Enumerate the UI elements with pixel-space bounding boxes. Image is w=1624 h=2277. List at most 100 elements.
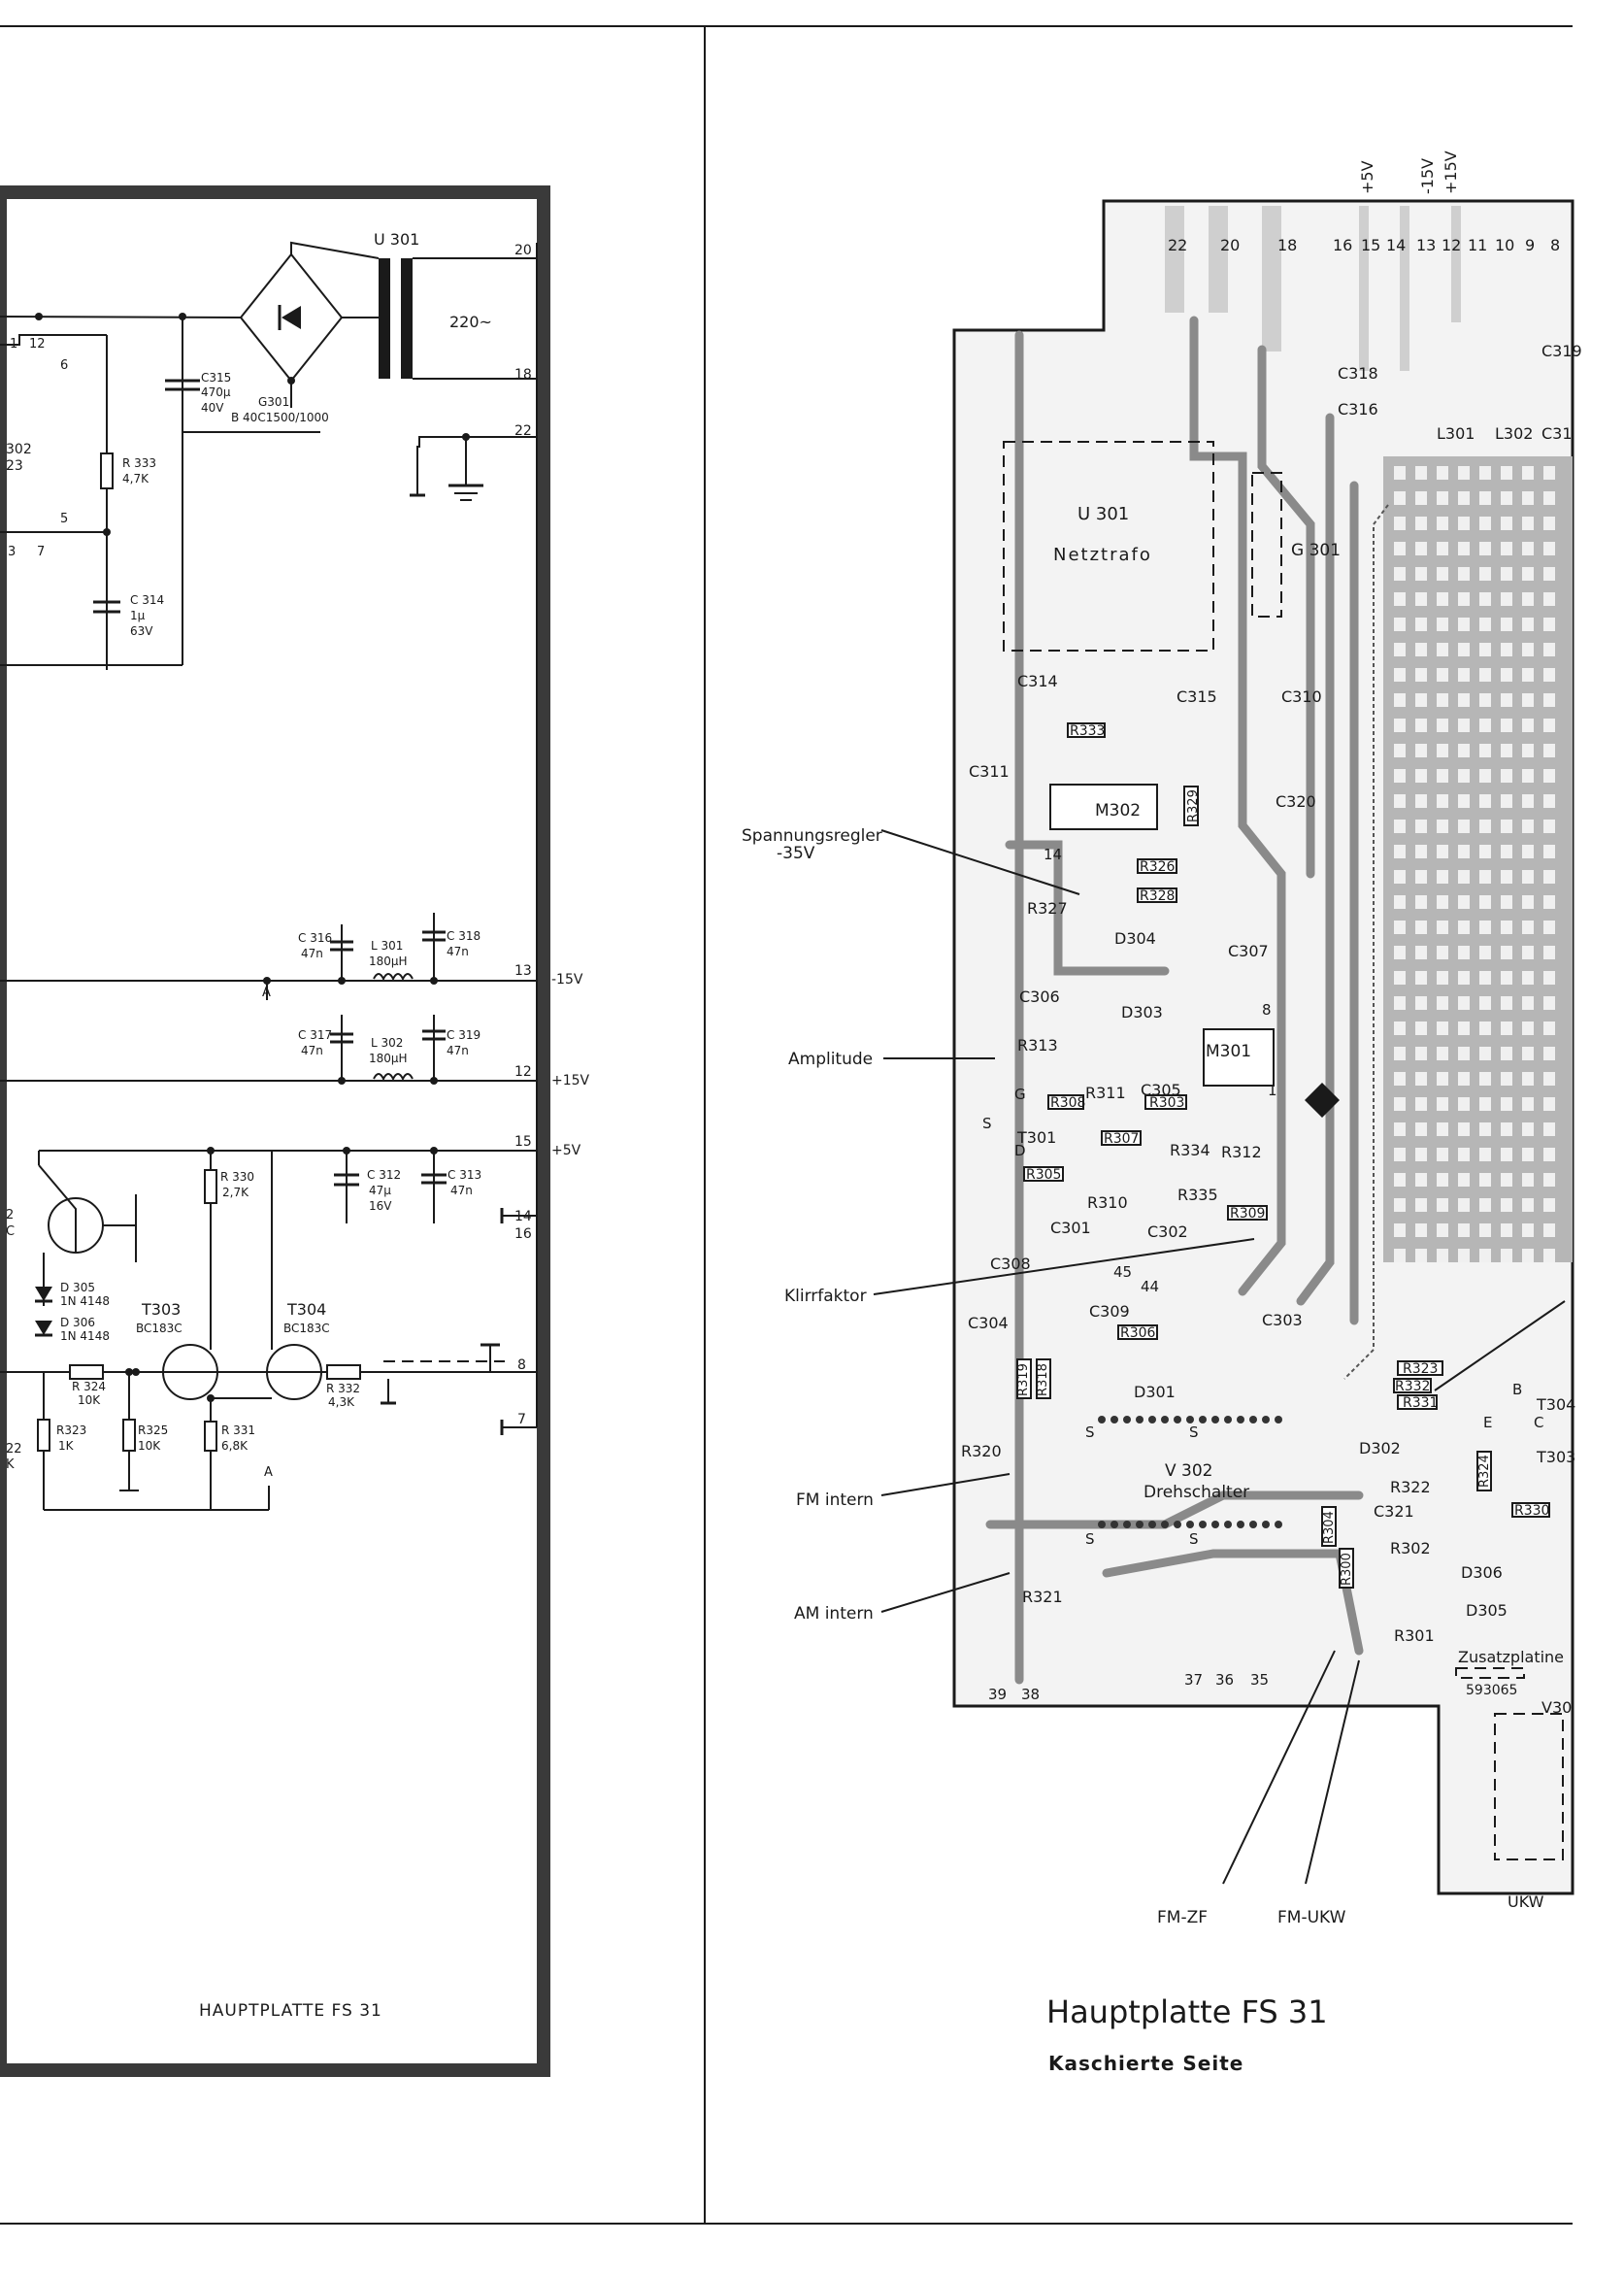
switch-pad [1098,1416,1106,1423]
ground-plane-cell [1458,567,1470,581]
resistor-r330 [204,1169,217,1204]
ground-plane-cell [1543,693,1555,707]
switch-pad [1123,1521,1131,1528]
pin-num-39: 39 [988,1686,1007,1703]
part-r327: R327 [1027,899,1068,918]
ukw-label: UKW [1508,1892,1544,1911]
edge-label-k: K [6,1457,15,1472]
mains-label: 220~ [449,313,492,331]
ground-plane-cell [1415,1198,1427,1212]
diode-icon [282,306,301,329]
r324-value: 10K [78,1393,101,1407]
part-c319: C319 [1541,342,1582,360]
edge-pin-9: 9 [1525,236,1535,254]
ground-plane-cell [1479,946,1491,959]
pcb-title: Hauptplatte FS 31 [1046,1993,1328,2030]
ground-plane-cell [1415,1223,1427,1237]
switch-pad [1161,1416,1169,1423]
resistor-r325 [122,1419,136,1452]
ground-plane-cell [1479,592,1491,606]
v30-label: V30 [1541,1698,1572,1717]
ground-plane-cell [1415,517,1427,530]
ground-plane-cell [1479,1198,1491,1212]
netztrafo-label: Netztrafo [1053,545,1152,565]
ground-plane-cell [1543,794,1555,808]
ground-plane-cell [1394,971,1406,985]
ground-plane-cell [1394,1173,1406,1187]
part-designators: C318 C316 L301 L302 C31 C319 C314 C315 C… [961,342,1582,1645]
ic-pin-3: 3 [8,545,16,559]
ground-plane-cell [1394,592,1406,606]
ground-plane-cell [1394,668,1406,682]
rail-plus15-top: +15V [1442,151,1460,194]
ground-plane-cell [1501,1072,1512,1086]
ground-plane-cell [1501,643,1512,656]
ground-plane-cell [1543,466,1555,480]
ground-plane-cell [1479,567,1491,581]
terminal-d: D [1014,1142,1026,1159]
switch-pad [1211,1416,1219,1423]
drehschalter-label: Drehschalter [1143,1483,1249,1502]
ground-plane-cell [1394,769,1406,783]
ground-plane-cell [1394,1198,1406,1212]
terminal-e: E [1483,1414,1492,1431]
edge-pin-18: 18 [1277,236,1297,254]
ground-plane-cell [1543,1047,1555,1060]
ground-plane-cell [1458,1249,1470,1262]
ground-plane-cell [1501,870,1512,884]
filter-c317 [330,1015,353,1081]
part-r304: R304 [1322,1511,1337,1544]
rail-plus5-top: +5V [1358,160,1376,194]
d306-label: D 306 [60,1316,95,1329]
part-r301: R301 [1394,1626,1435,1645]
pcb-layout: +5V -15V +15V 22 20 18 16 15 14 13 12 11… [742,151,1582,2075]
ground-plane-cell [1479,1097,1491,1111]
ground-plane-cell [1522,820,1534,833]
ground-plane-cell [1543,1122,1555,1136]
switch-pad [1224,1521,1232,1528]
ground-plane-cell [1415,1122,1427,1136]
ground-plane-cell [1437,794,1448,808]
part-r321: R321 [1022,1588,1063,1606]
ic-partial-label: 302 [6,442,32,457]
part-c311: C311 [969,762,1010,781]
filter-c318 [422,913,446,981]
g301-pcb-label: G 301 [1291,541,1341,560]
ground-plane-cell [1394,1249,1406,1262]
part-r307: R307 [1104,1131,1139,1147]
ground-plane-cell [1394,895,1406,909]
c315-label: C315 [201,371,231,385]
ground-plane-cell [1437,895,1448,909]
ground-plane-cell [1522,895,1534,909]
part-c304: C304 [968,1314,1009,1332]
ground-plane-cell [1394,794,1406,808]
ground-plane-cell [1437,643,1448,656]
r331-value: 6,8K [221,1439,249,1453]
transistor-t303 [162,1344,218,1400]
part-r331: R331 [1403,1395,1438,1411]
ground-plane-cell [1522,1122,1534,1136]
ground-plane-cell [1394,1097,1406,1111]
part-d301: D301 [1134,1383,1176,1401]
ground-plane-cell [1543,517,1555,530]
g301-block [1251,472,1282,618]
c314-value: 1µ [130,609,146,622]
transformer-core-left [379,258,390,379]
ground-plane-cell [1522,1097,1534,1111]
rail-minus15-top: -15V [1418,158,1437,194]
ground-plane-cell [1479,719,1491,732]
ground-plane-cell [1522,996,1534,1010]
ground-plane-cell [1415,1047,1427,1060]
ground-plane-cell [1458,1047,1470,1060]
pin-num-38: 38 [1021,1686,1040,1703]
transistor-t304 [266,1344,322,1400]
ic-pin-12: 12 [29,337,46,352]
switch-pad [1262,1416,1270,1423]
pin-13: 13 [514,963,532,979]
edge-pin-numbers: 22 20 18 16 15 14 13 12 11 10 9 8 [1168,236,1560,254]
ground-plane-cell [1415,668,1427,682]
diode-d306 [35,1321,52,1335]
switch-pad [1275,1521,1282,1528]
ground-plane-cell [1437,996,1448,1010]
